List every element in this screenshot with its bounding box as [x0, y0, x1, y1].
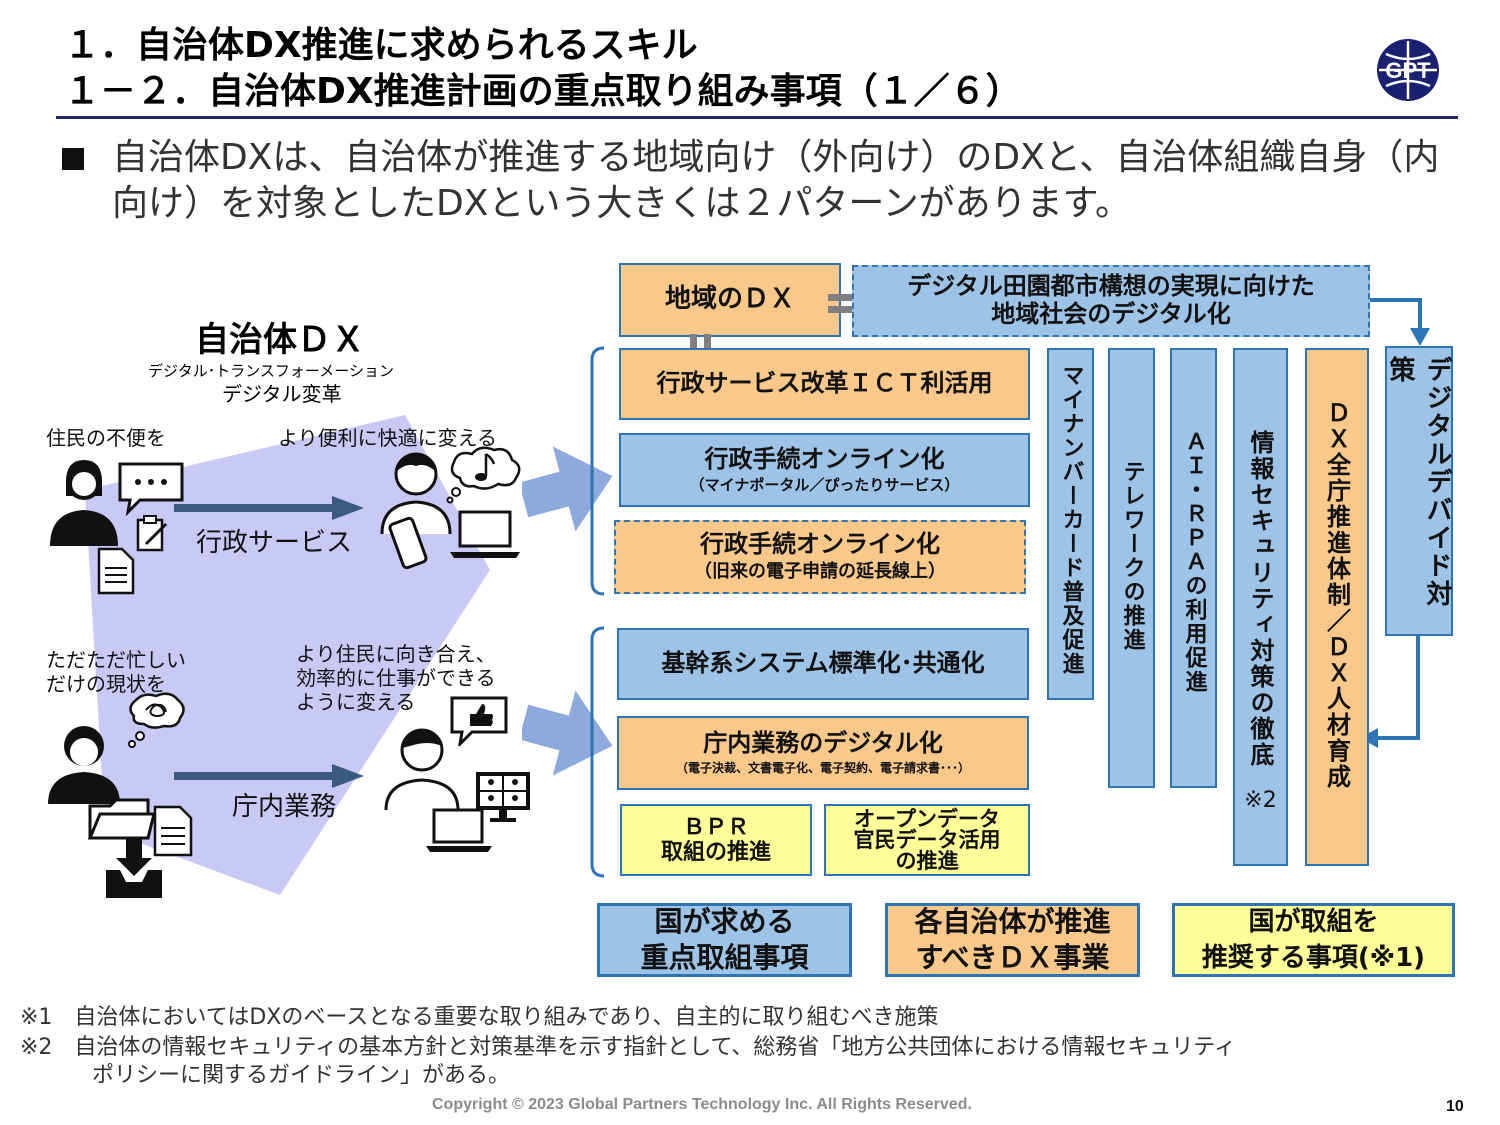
left-subtitle: デジタル変革 [222, 382, 342, 406]
speech-bubble-icon [118, 462, 184, 516]
clipboard-icon [136, 515, 168, 552]
security-note: ※2 [1244, 788, 1277, 813]
digital-divide-label: デジタルデバイド対策 [1385, 356, 1452, 608]
security-label: 情報セキュリティ対策の徹底 [1246, 430, 1274, 768]
globe-logo: GPT [1377, 39, 1439, 101]
label-face-residents-1: より住民に向き合え、 [296, 642, 496, 666]
online-procedure-legacy-sub: （旧来の電子申請の延長線上） [694, 561, 946, 583]
arrow-admin-service-icon [174, 496, 364, 520]
note-2: ※2 自治体の情報セキュリティの基本方針と対策基準を示す指針として、総務省「地方… [20, 1035, 1237, 1060]
label-face-residents-2: 効率的に仕事ができる [296, 666, 496, 690]
intro-bullet-text: 自治体DXは、自治体が推進する地域向け（外向け）のDXと、自治体組織自身（内向け… [112, 137, 1440, 224]
label-face-residents-3: ように変える [296, 690, 416, 714]
left-title: 自治体ＤＸ [195, 320, 365, 360]
laptop-icon [450, 510, 520, 558]
document-icon-2 [153, 805, 193, 857]
label-admin-service: 行政サービス [196, 528, 353, 558]
open-data-line3: の推進 [895, 848, 959, 873]
mynumber-label: マイナンバーカード普及促進 [1058, 364, 1084, 676]
copyright: Copyright © 2023 Global Partners Technol… [432, 1096, 972, 1113]
svg-text:GPT: GPT [1385, 58, 1431, 83]
open-data-line2: 官民データ活用 [853, 827, 1001, 852]
ai-rpa-label: ＡＩ・ＲＰＡの利用促進 [1181, 430, 1207, 694]
chevron-arrow-top-icon [522, 446, 613, 532]
tangled-thought-icon [128, 692, 185, 748]
open-data-line1: オープンデータ [854, 806, 1000, 831]
legend-national-priority: 国が求める 重点取組事項 [597, 903, 852, 977]
internal-digital-title: 庁内業務のデジタル化 [703, 729, 943, 758]
music-note-icon [475, 452, 496, 481]
ict-box: 行政サービス改革ＩＣＴ利活用 [619, 348, 1030, 420]
core-system-label: 基幹系システム標準化･共通化 [661, 649, 985, 678]
title-divider [56, 116, 1458, 119]
note-1: ※1 自治体においてはDXのベースとなる重要な取り組みであり、自主的に取り組むべ… [20, 1005, 939, 1030]
dx-org-label: ＤＸ全庁推進体制／ＤＸ人材育成 [1322, 400, 1351, 790]
telework-label: テレワークの推進 [1119, 460, 1145, 652]
mynumber-vbox: マイナンバーカード普及促進 [1047, 348, 1094, 700]
label-busy-2: だけの現状を [46, 672, 166, 696]
folder-icon [87, 798, 156, 840]
bpr-line2: 取組の推進 [660, 840, 771, 865]
regional-dx-box: 地域のＤＸ [619, 263, 841, 337]
thumbs-up-icon [450, 696, 508, 746]
online-procedure-title: 行政手続オンライン化 [704, 444, 945, 473]
video-conference-icon [476, 772, 530, 822]
ai-rpa-vbox: ＡＩ・ＲＰＡの利用促進 [1170, 348, 1217, 788]
label-internal-work: 庁内業務 [232, 792, 337, 822]
digital-divide-vbox: デジタルデバイド対策 [1385, 346, 1453, 636]
legend-municipal-dx: 各自治体が推進 すべきＤＸ事業 [885, 903, 1140, 977]
page-number: 10 [1446, 1098, 1464, 1115]
label-busy-1: ただただ忙しい [46, 648, 186, 672]
slide-title-line2: １－２．自治体DX推進計画の重点取り組み事項（１／６） [64, 71, 1022, 112]
regional-desc-line2: 地域社会のデジタル化 [991, 300, 1231, 328]
person-icon [50, 460, 118, 546]
note-2-continued: ポリシーに関するガイドライン」がある。 [92, 1063, 511, 1088]
chevron-arrow-bottom-icon [522, 690, 613, 776]
online-procedure-sub: （マイナポータル／ぴったりサービス） [689, 476, 960, 495]
legend-yellow-line1: 国が取組を [1248, 907, 1379, 937]
dx-org-vbox: ＤＸ全庁推進体制／ＤＸ人材育成 [1305, 348, 1369, 866]
internal-digital-box: 庁内業務のデジタル化 （電子決裁、文書電子化、電子契約、電子請求書･･･） [617, 716, 1029, 790]
regional-desc-box: デジタル田園都市構想の実現に向けた 地域社会のデジタル化 [852, 265, 1370, 337]
bpr-box: ＢＰＲ 取組の推進 [620, 804, 812, 876]
left-ruby: デジタル･トランスフォーメーション [148, 362, 395, 380]
connector-arrow-left-icon [1360, 634, 1420, 748]
bullet-square-icon [62, 148, 84, 170]
smartphone-icon [388, 516, 428, 570]
legend-recommended: 国が取組を 推奨する事項(※1) [1172, 903, 1455, 977]
label-more-convenient: より便利に快適に変える [278, 426, 497, 450]
busy-person-icon [48, 726, 120, 804]
laptop-icon-2 [426, 808, 492, 852]
legend-orange-line2: すべきＤＸ事業 [915, 941, 1110, 974]
internal-digital-sub: （電子決裁、文書電子化、電子契約、電子請求書･･･） [675, 760, 970, 775]
security-vbox: 情報セキュリティ対策の徹底 ※2 [1233, 348, 1288, 866]
legend-orange-line1: 各自治体が推進 [914, 905, 1111, 938]
open-data-box: オープンデータ 官民データ活用 の推進 [824, 804, 1030, 876]
arrow-internal-work-icon [174, 764, 364, 788]
legend-blue-line1: 国が求める [654, 905, 795, 938]
ict-label: 行政サービス改革ＩＣＴ利活用 [656, 369, 993, 398]
happy-person-icon [380, 452, 452, 535]
connector-arrow-down-icon [1370, 298, 1430, 346]
inbox-download-icon [106, 838, 162, 898]
slide-title-line1: １．自治体DX推進に求められるスキル [64, 25, 698, 66]
bracket-top [590, 346, 605, 596]
bracket-bottom [590, 626, 605, 878]
engaged-person-icon [384, 728, 460, 811]
equals-sign-icon [828, 294, 864, 313]
online-procedure-legacy-title: 行政手続オンライン化 [700, 529, 940, 558]
regional-dx-label: 地域のＤＸ [664, 284, 795, 315]
legend-blue-line2: 重点取組事項 [640, 941, 809, 974]
regional-desc-line1: デジタル田園都市構想の実現に向けた [907, 272, 1315, 301]
telework-vbox: テレワークの推進 [1108, 348, 1155, 788]
equals-vertical-icon [690, 334, 711, 358]
online-procedure-box: 行政手続オンライン化 （マイナポータル／ぴったりサービス） [619, 433, 1030, 507]
label-resident-inconvenience: 住民の不便を [46, 426, 166, 450]
core-system-box: 基幹系システム標準化･共通化 [617, 628, 1029, 700]
online-procedure-legacy-box: 行政手続オンライン化 （旧来の電子申請の延長線上） [614, 520, 1026, 594]
legend-yellow-line2: 推奨する事項(※1) [1201, 943, 1426, 973]
document-icon [97, 547, 135, 595]
bpr-line1: ＢＰＲ [682, 814, 749, 840]
